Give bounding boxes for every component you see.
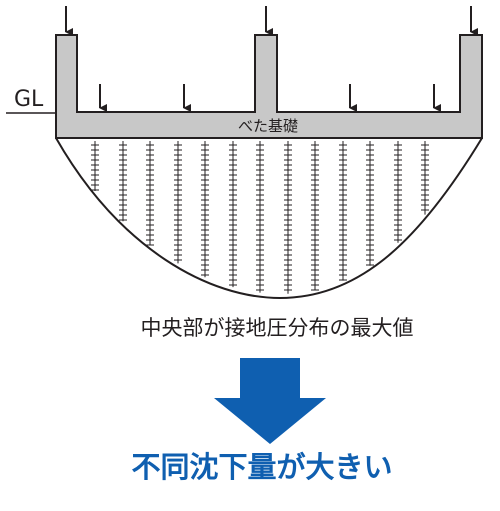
pressure-distribution-curve — [55, 137, 483, 300]
ground-label: GL — [14, 87, 44, 112]
load-arrows — [65, 6, 478, 112]
foundation-label: べた基礎 — [238, 117, 298, 135]
mat-foundation — [55, 34, 483, 139]
pressure-hatching — [91, 141, 429, 294]
conclusion-text: 不同沈下量が大きい — [131, 450, 392, 484]
large-down-arrow-icon — [214, 358, 326, 444]
pressure-caption: 中央部が接地圧分布の最大値 — [141, 316, 414, 340]
